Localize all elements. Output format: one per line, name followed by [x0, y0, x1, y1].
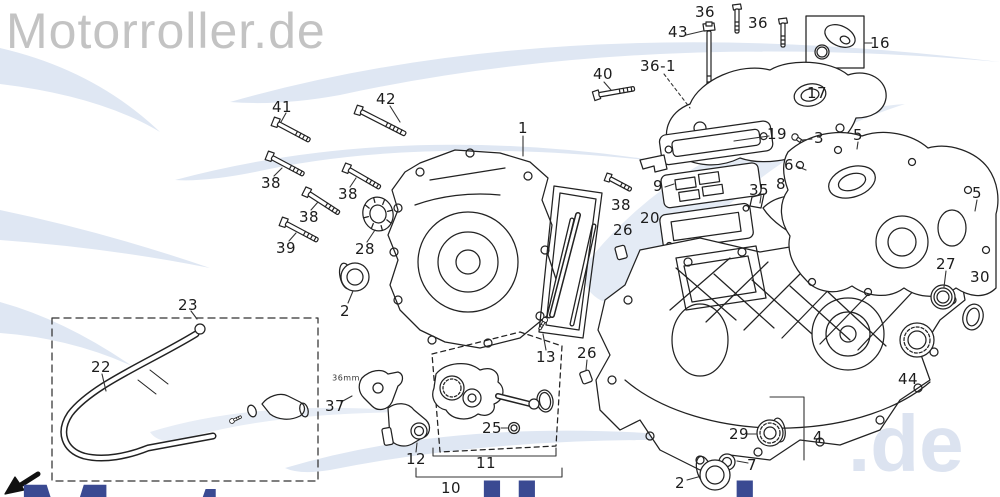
clamp-36-1: [639, 154, 668, 173]
bushing-2-right: [695, 455, 731, 491]
bolt-38-d: [602, 171, 634, 195]
bushing-2-left: [338, 262, 370, 292]
center-gasket-13: [536, 185, 603, 339]
lever-12: [381, 403, 431, 447]
bearing-29: [756, 417, 786, 447]
bracket-37: [358, 369, 404, 411]
nut-25: [507, 421, 521, 435]
bolt-36-c: [777, 17, 789, 48]
bolt-40: [591, 83, 636, 102]
watermark-brand-top: Motorroller.de: [6, 3, 326, 59]
bolt-36-b: [731, 3, 743, 34]
watermark-brand-bottom: Motorroller.de: [16, 458, 831, 497]
oil-hose-22: [60, 323, 309, 462]
bearing-44: [899, 322, 935, 358]
oil-pump-10: [432, 363, 540, 420]
reed-valve-9: [660, 162, 762, 209]
direction-arrow: [4, 471, 41, 495]
watermark-de-bottom-right: .de: [848, 399, 964, 488]
kit-box-16: [805, 15, 865, 69]
collar-26-b: [579, 369, 593, 385]
bearing-28: [362, 196, 394, 232]
reed-plate-19: [658, 120, 774, 166]
gearbox-cover-right: [780, 131, 999, 297]
bolt-38-b: [340, 161, 384, 193]
crankcase-right-half: [595, 237, 966, 471]
collar-26-a: [614, 244, 628, 261]
bolt-38-c: [300, 185, 343, 218]
hose-box-23: [51, 317, 319, 482]
seal-27: [930, 284, 956, 310]
oil-pump-outline-11: [431, 331, 563, 453]
bolt-39: [277, 215, 321, 246]
crankcase-left-half: [387, 148, 559, 349]
oring-30: [962, 303, 984, 331]
bolt-41: [269, 115, 313, 146]
leader-lines: [101, 30, 978, 481]
